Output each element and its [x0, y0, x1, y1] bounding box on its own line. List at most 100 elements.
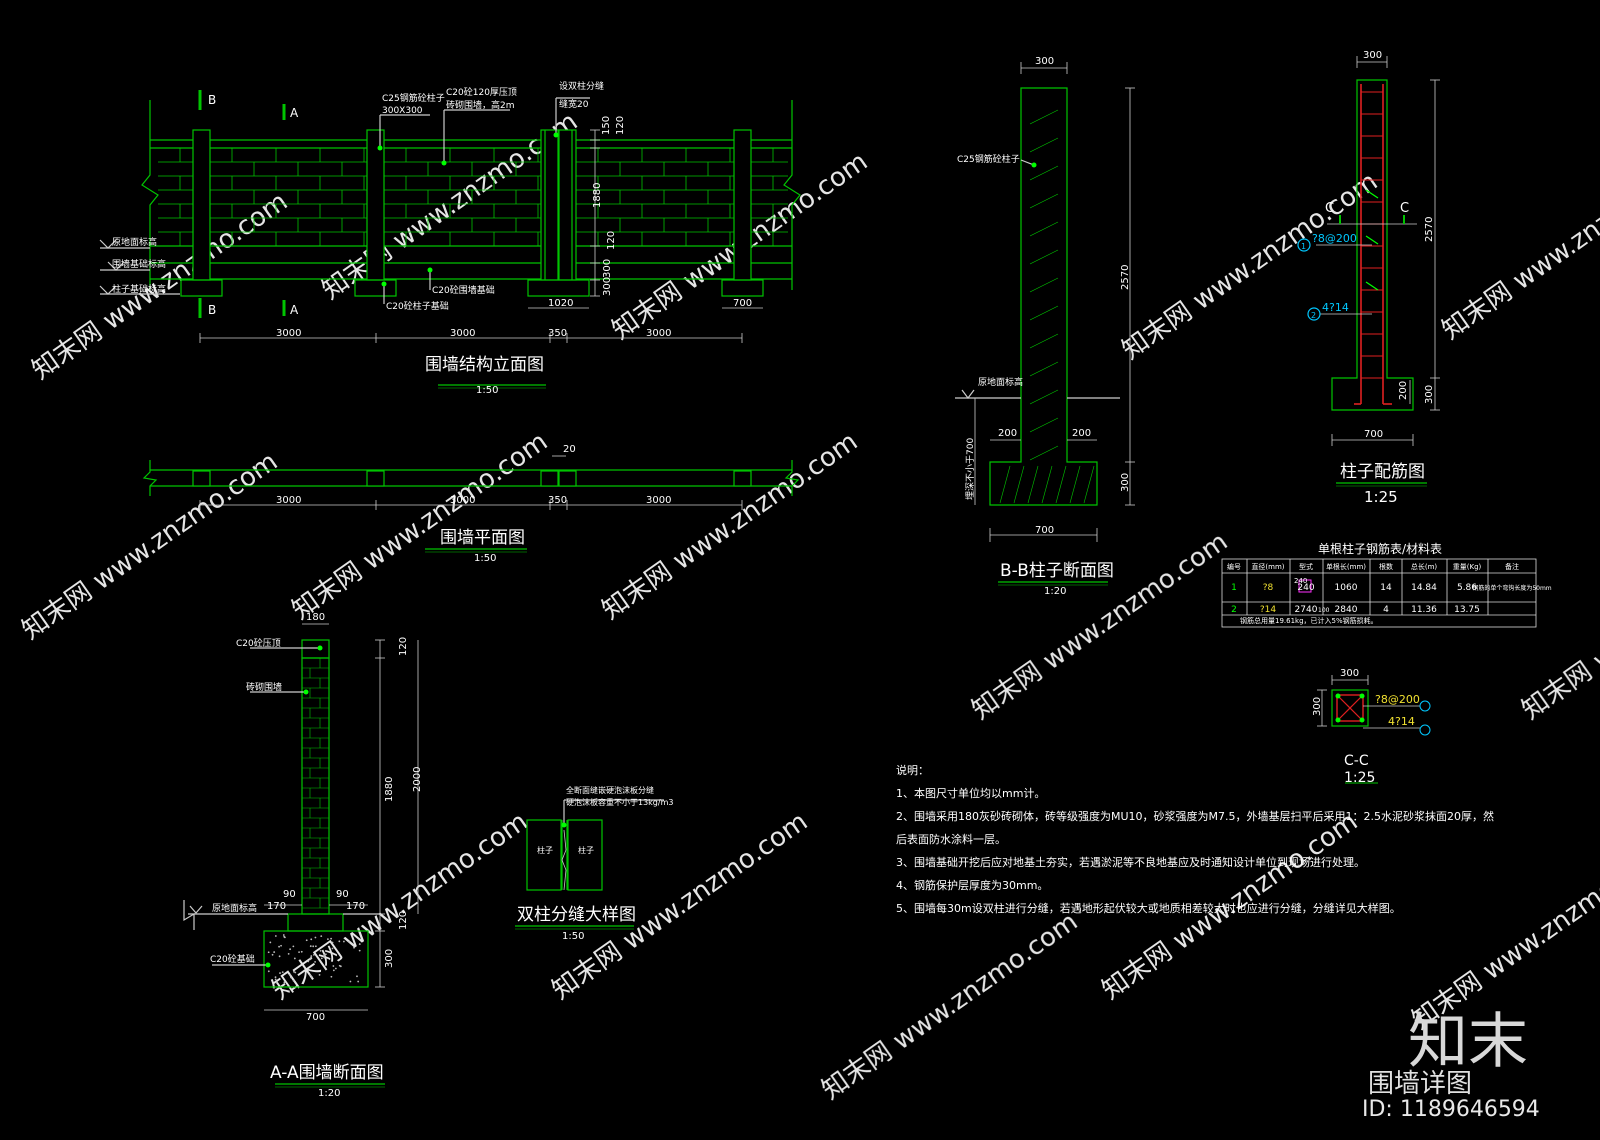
aa-aggregate-dot	[357, 980, 360, 983]
elevation-dim-1: 3000	[276, 328, 301, 339]
section-cc-scale: 1:25	[1344, 770, 1375, 786]
aa-aggregate-dot	[312, 954, 315, 956]
callout-wall-base: C20砼围墙基础	[432, 284, 495, 296]
brand-logo: 知末	[1408, 1007, 1528, 1077]
aa-aggregate-dot	[348, 941, 350, 943]
level-wall-base: 围墙基础标高	[112, 258, 166, 270]
plan-dim-1: 3000	[276, 495, 301, 506]
bb-hatch-line	[1029, 137, 1059, 153]
aa-aggregate-dot	[309, 974, 312, 977]
elevation-dim-1880: 1880	[592, 183, 603, 208]
aa-aggregate-dot	[314, 945, 317, 948]
section-cc-title: C-C	[1344, 753, 1369, 769]
aa-aggregate-dot	[358, 949, 361, 952]
plan-dim-20: 20	[563, 444, 576, 455]
table-header-cell: 直径(mm)	[1251, 562, 1284, 571]
table-cell: 2740	[1295, 605, 1318, 615]
bb-dim-2570: 2570	[1120, 265, 1131, 290]
notes-line-3: 后表面防水涂料一层。	[896, 832, 1006, 846]
rebar-stirrup-label: ?8@200	[1312, 232, 1357, 245]
section-aa-labels: A-A围墙断面图 1:20 C20砼压顶 砖砌围墙 C20砼基础 原地面标高 1…	[210, 612, 423, 1099]
table-header-cell: 型式	[1299, 562, 1313, 571]
brand-block: 知末 围墙详图 ID: 1189646594	[1362, 1007, 1540, 1122]
table-cell: ?14	[1260, 605, 1277, 615]
bb-hatch-line	[1029, 389, 1059, 405]
aa-aggregate-dot	[280, 944, 282, 947]
plan-title: 围墙平面图	[440, 528, 525, 548]
section-mark-a-bottom: A	[290, 303, 299, 317]
aa-aggregate-dot	[287, 952, 290, 955]
aa-aggregate-dot	[338, 940, 341, 943]
aa-aggregate-dot	[307, 960, 310, 963]
bb-callout-column: C25钢筋砼柱子	[957, 153, 1020, 165]
joint-detail-labels: 双柱分缝大样图 1:50 全断面缝嵌硬泡沫板分缝 硬泡沫板容重不小于13kg/m…	[517, 785, 673, 942]
bb-hatch-line	[1029, 417, 1059, 433]
notes-line-2: 2、围墙采用180灰砂砖砌体，砖等级强度为MU10，砂浆强度为M7.5，外墙基层…	[896, 809, 1494, 823]
callout-column-base: C20砼柱子基础	[386, 300, 449, 312]
bb-hatch-line	[1055, 465, 1067, 504]
aa-aggregate-dot	[275, 981, 278, 984]
rebar-table: 单根柱子钢筋表/材料表 编号直径(mm)型式单根长(mm)根数总长(m)重量(K…	[1221, 541, 1552, 628]
elevation-dim-700: 700	[733, 298, 752, 309]
table-shape-dim: 100	[1318, 607, 1330, 614]
table-cell: 14.84	[1411, 583, 1437, 593]
elevation-dim-150: 150	[601, 116, 612, 135]
aa-aggregate-dot	[356, 975, 358, 978]
aa-aggregate-dot	[323, 955, 326, 958]
table-header-cell: 总长(m)	[1411, 562, 1438, 571]
bb-hatch-line	[1027, 465, 1039, 504]
aa-brick-courses	[302, 658, 329, 909]
notes-line-5: 4、钢筋保护层厚度为30mm。	[896, 878, 1048, 892]
table-shape-dim: 240	[1294, 577, 1307, 585]
level-ground: 原地面标高	[112, 236, 157, 248]
table-cell: 11.36	[1411, 605, 1437, 615]
aa-aggregate-dot	[310, 975, 313, 978]
aa-aggregate-dot	[310, 955, 313, 957]
aa-aggregate-dot	[274, 976, 277, 979]
plan-view	[142, 455, 800, 553]
bb-hatch-line	[1029, 221, 1059, 237]
aa-aggregate-dot	[320, 935, 323, 938]
aa-aggregate-dot	[283, 935, 286, 938]
bb-hatch-line	[1029, 249, 1059, 265]
bb-column-hatch	[999, 109, 1095, 504]
table-header-cell: 编号	[1227, 562, 1241, 571]
bb-dim-200b: 200	[1072, 428, 1091, 439]
aa-aggregate-dot	[338, 964, 341, 967]
aa-aggregate-dot	[292, 945, 295, 948]
aa-callout-brick: 砖砌围墙	[246, 681, 282, 693]
aa-aggregate-dot	[294, 971, 297, 974]
section-bb-title: B-B柱子断面图	[1000, 561, 1114, 581]
rebar-stirrups	[1361, 91, 1383, 379]
aa-aggregate-dot	[278, 945, 280, 948]
aa-aggregate-dot	[314, 936, 317, 939]
section-mark-a-top: A	[290, 106, 299, 120]
rebar-marker-2: 2	[1311, 311, 1316, 320]
plan-labels: 围墙平面图 1:50 20 3000 3000 350 3000	[276, 444, 671, 564]
aa-aggregate-dot	[271, 953, 274, 956]
aa-aggregate-dot	[353, 946, 355, 949]
table-cell: 2840	[1335, 605, 1358, 615]
table-header-cell: 重量(Kg)	[1453, 563, 1482, 571]
aa-aggregate-dot	[274, 978, 277, 981]
table-cell: 240	[1297, 583, 1314, 593]
joint-column-right: 柱子	[578, 845, 594, 855]
aa-aggregate-dot	[289, 973, 291, 976]
rebar-view	[1297, 56, 1440, 487]
rebar-section-c-left: C	[1325, 201, 1334, 216]
elevation-scale: 1:50	[476, 385, 498, 396]
table-cell: ?8	[1263, 583, 1274, 593]
joint-detail-title: 双柱分缝大样图	[517, 905, 636, 925]
rebar-scale: 1:25	[1364, 488, 1398, 506]
brand-subtitle: 围墙详图	[1368, 1069, 1472, 1099]
section-mark-b-top: B	[208, 93, 216, 107]
bb-dim-300-top: 300	[1035, 56, 1054, 67]
elevation-dim-120b: 120	[606, 231, 617, 250]
section-bb-labels: B-B柱子断面图 1:20 C25钢筋砼柱子 原地面标高 埋深不小于700 30…	[957, 56, 1131, 597]
cc-dim-300-height: 300	[1312, 697, 1323, 716]
elevation-dim-1020: 1020	[548, 298, 573, 309]
aa-aggregate-dot	[309, 957, 311, 960]
elevation-dim-300b: 300	[602, 277, 613, 296]
elevation-dim-4: 3000	[646, 328, 671, 339]
